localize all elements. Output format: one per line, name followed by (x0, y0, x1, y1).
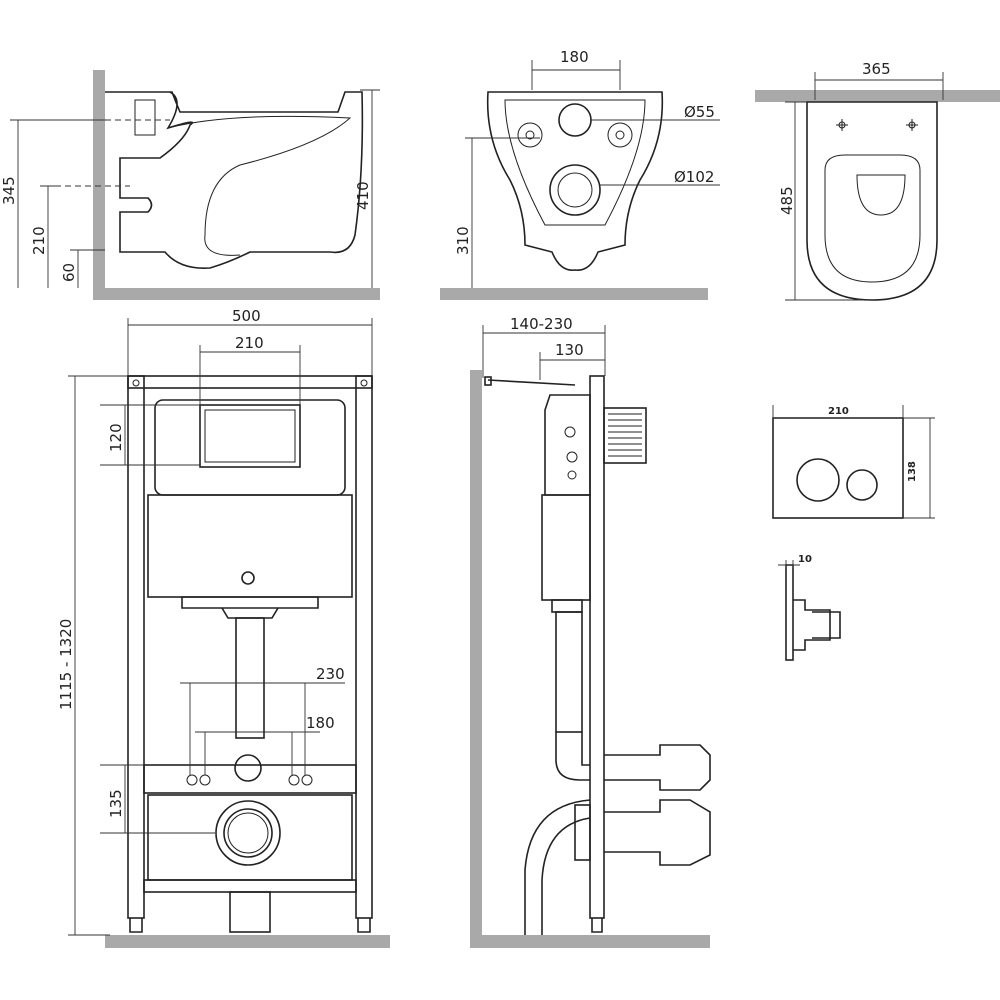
wall (470, 370, 482, 948)
bowl-inner (167, 115, 352, 256)
floor (440, 288, 708, 300)
dim-500: 500 (232, 307, 261, 325)
dim-10: 10 (798, 554, 812, 565)
dim-485: 485 (778, 186, 796, 215)
dim-410: 410 (354, 181, 372, 210)
dim-1115-1320: 1115 - 1320 (57, 619, 75, 710)
bowl-back-outline (486, 91, 664, 271)
dim-120: 120 (107, 423, 125, 452)
dim-180: 180 (560, 48, 589, 66)
dim-135: 135 (107, 789, 125, 818)
floor (470, 935, 710, 948)
cistern (154, 399, 346, 496)
flush-plate-front (772, 417, 904, 519)
half-flush-button (846, 469, 878, 501)
floor (105, 935, 390, 948)
wall (755, 90, 1000, 102)
cistern-body (147, 494, 353, 598)
bowl-top-outline (806, 101, 938, 301)
dim-210: 210 (30, 226, 48, 255)
drain-connector (215, 800, 281, 866)
toilet-side-view: 345 210 60 410 (0, 70, 380, 300)
cistern-side (544, 394, 591, 496)
flush-plate-side (785, 564, 794, 661)
dim-345: 345 (0, 176, 18, 205)
dim-diameter-102: Ø102 (674, 168, 714, 186)
flush-pipe (235, 617, 265, 739)
dim-210: 210 (235, 334, 264, 352)
dim-60: 60 (60, 263, 78, 282)
toilet-back-view: 180 Ø55 Ø102 310 (440, 48, 720, 300)
wall (93, 70, 105, 300)
drain-hole (549, 164, 601, 216)
dim-diameter-55: Ø55 (684, 103, 715, 121)
dim-180: 180 (306, 714, 335, 732)
floor (93, 288, 380, 300)
dim-230: 230 (316, 665, 345, 683)
dim-310: 310 (454, 226, 472, 255)
flush-plate: 210 138 10 (772, 405, 935, 661)
dim-130: 130 (555, 341, 584, 359)
cistern-opening (199, 404, 301, 468)
dim-140-230: 140-230 (510, 315, 573, 333)
full-flush-button (796, 458, 840, 502)
frame-front-view: 500 210 120 1115 - 1320 230 180 135 (57, 307, 390, 948)
inlet (134, 99, 156, 136)
dim-138: 138 (907, 461, 918, 482)
dim-210: 210 (828, 406, 849, 417)
water-inlet-hole (558, 103, 592, 137)
toilet-top-view: 365 485 (755, 60, 1000, 301)
frame-side-view: 140-230 130 (470, 315, 711, 948)
wall-anchor (487, 379, 576, 386)
dim-365: 365 (862, 60, 891, 78)
